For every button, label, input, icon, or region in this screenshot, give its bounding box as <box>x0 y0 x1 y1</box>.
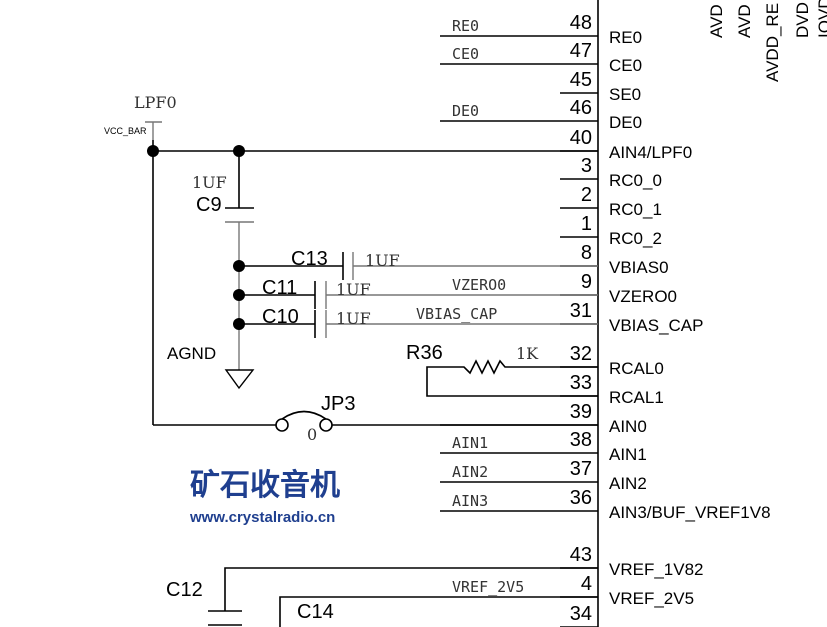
pin-name: AIN2 <box>609 474 647 493</box>
net-label: RE0 <box>452 17 479 35</box>
c13-value: 1UF <box>365 251 400 270</box>
c11-value: 1UF <box>336 280 371 299</box>
ground-symbol <box>224 369 255 390</box>
pin-number: 43 <box>570 544 592 566</box>
pin-number: 2 <box>581 184 592 206</box>
pin-name: VBIAS_CAP <box>609 316 704 335</box>
pin-number: 46 <box>570 97 592 119</box>
pin-number: 38 <box>570 429 592 451</box>
top-pin-name: IOVD <box>815 0 827 38</box>
c9-ref: C9 <box>196 194 222 216</box>
top-pin-name: AVD <box>735 4 754 38</box>
pin-34: 34 <box>560 603 598 627</box>
pin-number: 48 <box>570 12 592 34</box>
pin-number: 45 <box>570 69 592 91</box>
pin-number: 36 <box>570 487 592 509</box>
pin-number: 1 <box>581 213 592 235</box>
pin-name: AIN4/LPF0 <box>609 143 692 162</box>
pin-name: RE0 <box>609 28 642 47</box>
c9-value: 1UF <box>192 173 227 192</box>
pin-list: 48RE0RE047CE0CE045SE046DE0DE040AIN4/LPF0… <box>416 12 771 627</box>
net-label: AIN1 <box>452 434 488 452</box>
pin-name: SE0 <box>609 85 641 104</box>
resistor-r36 <box>426 359 598 397</box>
pin-number: 3 <box>581 155 592 177</box>
agnd-label: AGND <box>167 344 216 363</box>
pin-name: RC0_2 <box>609 229 662 248</box>
jp3-ref: JP3 <box>321 393 355 415</box>
pin-name: RC0_0 <box>609 171 662 190</box>
pin-number: 40 <box>570 127 592 149</box>
pin-name: VREF_1V82 <box>609 560 704 579</box>
net-label: CE0 <box>452 45 479 63</box>
net-label: DE0 <box>452 102 479 120</box>
top-pin-name: AVDD_RE <box>763 3 782 82</box>
pin-number: 33 <box>570 372 592 394</box>
top-pin-name: AVD <box>707 4 726 38</box>
c11-ref: C11 <box>262 277 297 299</box>
pin-name: VBIAS0 <box>609 258 669 277</box>
net-label: VBIAS_CAP <box>416 305 497 323</box>
pin-name: CE0 <box>609 56 642 75</box>
jp3-value: 0 <box>307 425 317 444</box>
pin-name: AIN1 <box>609 445 647 464</box>
net-label: VZERO0 <box>452 276 506 294</box>
pin-name: DE0 <box>609 113 642 132</box>
top-pin-name: DVD <box>793 2 812 38</box>
c10-value: 1UF <box>336 309 371 328</box>
pin-name: RC0_1 <box>609 200 662 219</box>
watermark-title: 矿石收音机 <box>190 468 340 503</box>
pin-number: 47 <box>570 40 592 62</box>
pin-number: 4 <box>581 573 592 595</box>
pin-number: 37 <box>570 458 592 480</box>
pin-number: 32 <box>570 343 592 365</box>
pin-number: 39 <box>570 401 592 423</box>
net-label: AIN3 <box>452 492 488 510</box>
pin-number: 9 <box>581 271 592 293</box>
watermark-url: www.crystalradio.cn <box>189 509 335 526</box>
pin-name: AIN3/BUF_VREF1V8 <box>609 503 771 522</box>
net-label: AIN2 <box>452 463 488 481</box>
lpf0-label: LPF0 <box>134 93 177 112</box>
pin-name: RCAL1 <box>609 388 664 407</box>
junction <box>147 145 159 157</box>
pin-number: 8 <box>581 242 592 264</box>
c12-ref: C12 <box>166 579 203 601</box>
pin-number: 31 <box>570 300 592 322</box>
net-label: VREF_2V5 <box>452 578 524 596</box>
c14-ref: C14 <box>297 601 334 623</box>
c10-ref: C10 <box>262 306 299 328</box>
pin-name: VREF_2V5 <box>609 589 694 608</box>
pin-number: 34 <box>570 603 592 625</box>
r36-ref: R36 <box>406 342 443 364</box>
pin-name: VZERO0 <box>609 287 677 306</box>
pin-name: RCAL0 <box>609 359 664 378</box>
r36-value: 1K <box>516 344 539 363</box>
c13-ref: C13 <box>291 248 328 270</box>
pin-name: AIN0 <box>609 417 647 436</box>
vcc-bar-label: VCC_BAR <box>104 126 147 136</box>
